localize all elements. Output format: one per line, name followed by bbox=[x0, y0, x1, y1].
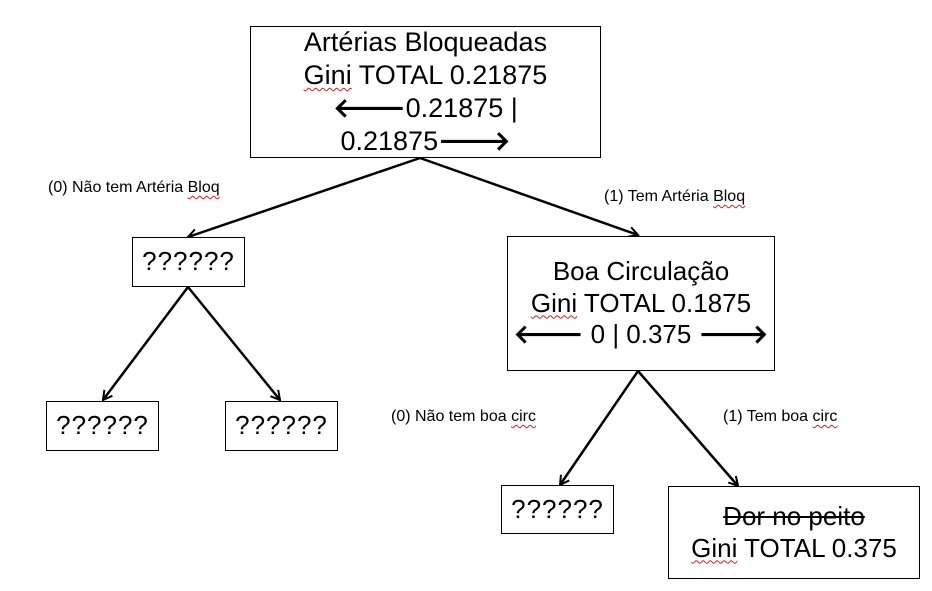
left-left-leaf: ?????? bbox=[46, 401, 159, 451]
chest-pain-gini-value: TOTAL 0.375 bbox=[737, 532, 897, 563]
circulation-gini-value: TOTAL 0.1875 bbox=[577, 287, 752, 318]
root-split-values: 0.21875 | 0.21875 bbox=[340, 93, 518, 156]
edge-label-circ-right: (1) Tem boa circ bbox=[723, 408, 838, 425]
right-arrow-icon: 🡒 bbox=[698, 319, 769, 350]
left-arrow-icon: 🡐 bbox=[513, 319, 584, 350]
circulation-gini: Gini TOTAL 0.1875 bbox=[531, 288, 751, 320]
root-title: Artérias Bloqueadas bbox=[303, 27, 548, 58]
circulation-title: Boa Circulação bbox=[552, 255, 730, 286]
root-node: Artérias Bloqueadas Gini TOTAL 0.21875 🡐… bbox=[250, 26, 601, 158]
chest-pain-gini-word: Gini bbox=[691, 532, 738, 563]
root-split: 🡐0.21875 | 0.21875🡒 bbox=[251, 92, 600, 158]
root-gini-value: TOTAL 0.21875 bbox=[351, 60, 548, 91]
edge-root-to-circ bbox=[419, 156, 638, 235]
chest-pain-title: Dor no peito bbox=[723, 500, 865, 531]
edge-left-to-rightleaf bbox=[187, 286, 280, 400]
left-node-label: ?????? bbox=[142, 246, 235, 277]
edge-circ-to-chestpain bbox=[637, 370, 738, 486]
circulation-left-leaf: ?????? bbox=[501, 485, 614, 534]
left-right-leaf: ?????? bbox=[225, 401, 338, 451]
circulation-node: Boa Circulação Gini TOTAL 0.1875 🡐 0 | 0… bbox=[507, 236, 775, 371]
circulation-split-values: 0 | 0.375 bbox=[583, 319, 699, 350]
left-node: ?????? bbox=[132, 237, 245, 287]
edge-root-to-left bbox=[188, 156, 421, 237]
left-arrow-icon: 🡐 bbox=[333, 93, 406, 123]
chest-pain-gini: Gini TOTAL 0.375 bbox=[691, 533, 897, 565]
edge-circ-to-leftleaf bbox=[560, 370, 640, 485]
edge-label-root-left: (0) Não tem Artéria Bloq bbox=[48, 179, 220, 196]
chest-pain-leaf: Dor no peito Gini TOTAL 0.375 bbox=[668, 486, 920, 579]
circulation-gini-word: Gini bbox=[530, 287, 578, 318]
left-left-leaf-label: ?????? bbox=[56, 410, 149, 441]
root-gini: Gini TOTAL 0.21875 bbox=[304, 59, 548, 92]
circulation-left-leaf-label: ?????? bbox=[511, 493, 604, 524]
circulation-split: 🡐 0 | 0.375 🡒 bbox=[514, 319, 769, 351]
right-arrow-icon: 🡒 bbox=[438, 125, 511, 156]
edge-left-to-leftleaf bbox=[103, 286, 189, 400]
edge-label-circ-left: (0) Não tem boa circ bbox=[391, 408, 536, 425]
left-right-leaf-label: ?????? bbox=[235, 410, 328, 441]
root-gini-word: Gini bbox=[303, 60, 352, 91]
edge-label-root-right: (1) Tem Artéria Bloq bbox=[604, 188, 746, 205]
